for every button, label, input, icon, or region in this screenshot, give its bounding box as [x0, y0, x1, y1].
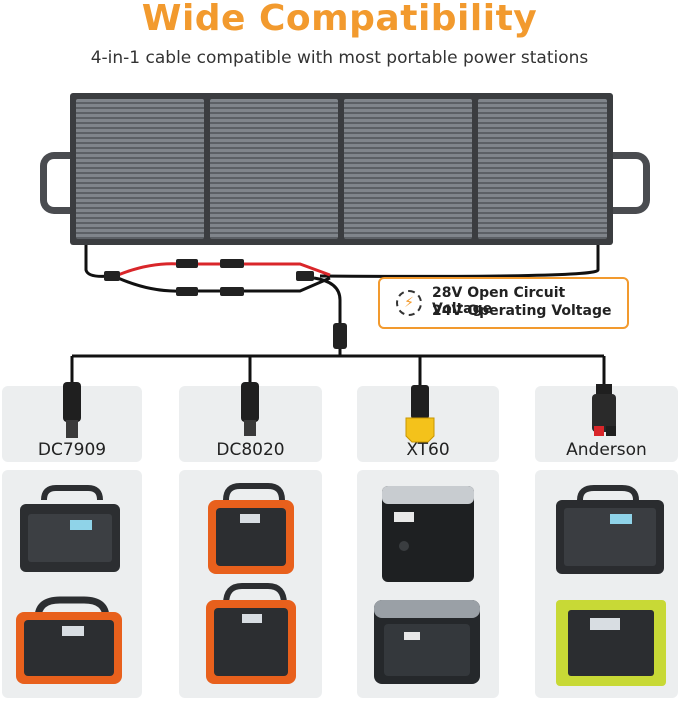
power-station-image: [556, 485, 664, 574]
solar-cell: [478, 99, 607, 239]
solar-cell: [344, 99, 472, 239]
power-station-image: [16, 596, 122, 684]
solar-cell: [210, 99, 338, 239]
page-subtitle: 4-in-1 cable compatible with most portab…: [90, 48, 589, 68]
cable-to-splitter: [313, 276, 342, 325]
mc4-connector-icon: [176, 287, 198, 296]
power-station-image: [206, 583, 296, 684]
panel-left-handle: [40, 152, 87, 214]
mc4-connector-icon: [220, 259, 244, 268]
page-title: Wide Compatibility: [141, 0, 538, 39]
power-station-image: [20, 485, 120, 572]
voltage-badge: ⚡ 28V Open Circuit Voltage 24V Operating…: [378, 277, 629, 329]
cable-distribution: [72, 349, 604, 358]
connector-label-dc7909: DC7909: [37, 440, 107, 460]
connector-label-xt60: XT60: [406, 440, 450, 460]
power-station-image: [208, 483, 294, 574]
mc4-connector-icon: [220, 287, 244, 296]
solar-panel: [70, 93, 613, 245]
dc8020-plug-icon: [241, 382, 259, 422]
mc4-connector-icon: [104, 271, 120, 281]
open-circuit-voltage: 28V Open Circuit Voltage: [432, 285, 566, 317]
lightning-bolt-icon: ⚡: [396, 290, 422, 316]
dc7909-plug-icon: [63, 382, 81, 422]
splitter-hub-icon: [333, 323, 347, 349]
power-station-image: [382, 486, 474, 582]
mc4-connector-icon: [296, 271, 314, 281]
panel-right-handle: [603, 152, 650, 214]
operating-voltage: 24V Operating Voltage: [432, 303, 612, 319]
connector-label-anderson: Anderson: [566, 440, 647, 460]
solar-cell: [76, 99, 204, 239]
mc4-connector-icon: [176, 259, 198, 268]
xt60-plug-icon: [411, 385, 429, 419]
cable-from-panel-right: [319, 245, 600, 278]
connector-label-dc8020: DC8020: [216, 440, 285, 460]
power-station-image: [556, 600, 666, 686]
anderson-plug-icon: [596, 384, 612, 396]
power-station-image: [374, 600, 480, 684]
